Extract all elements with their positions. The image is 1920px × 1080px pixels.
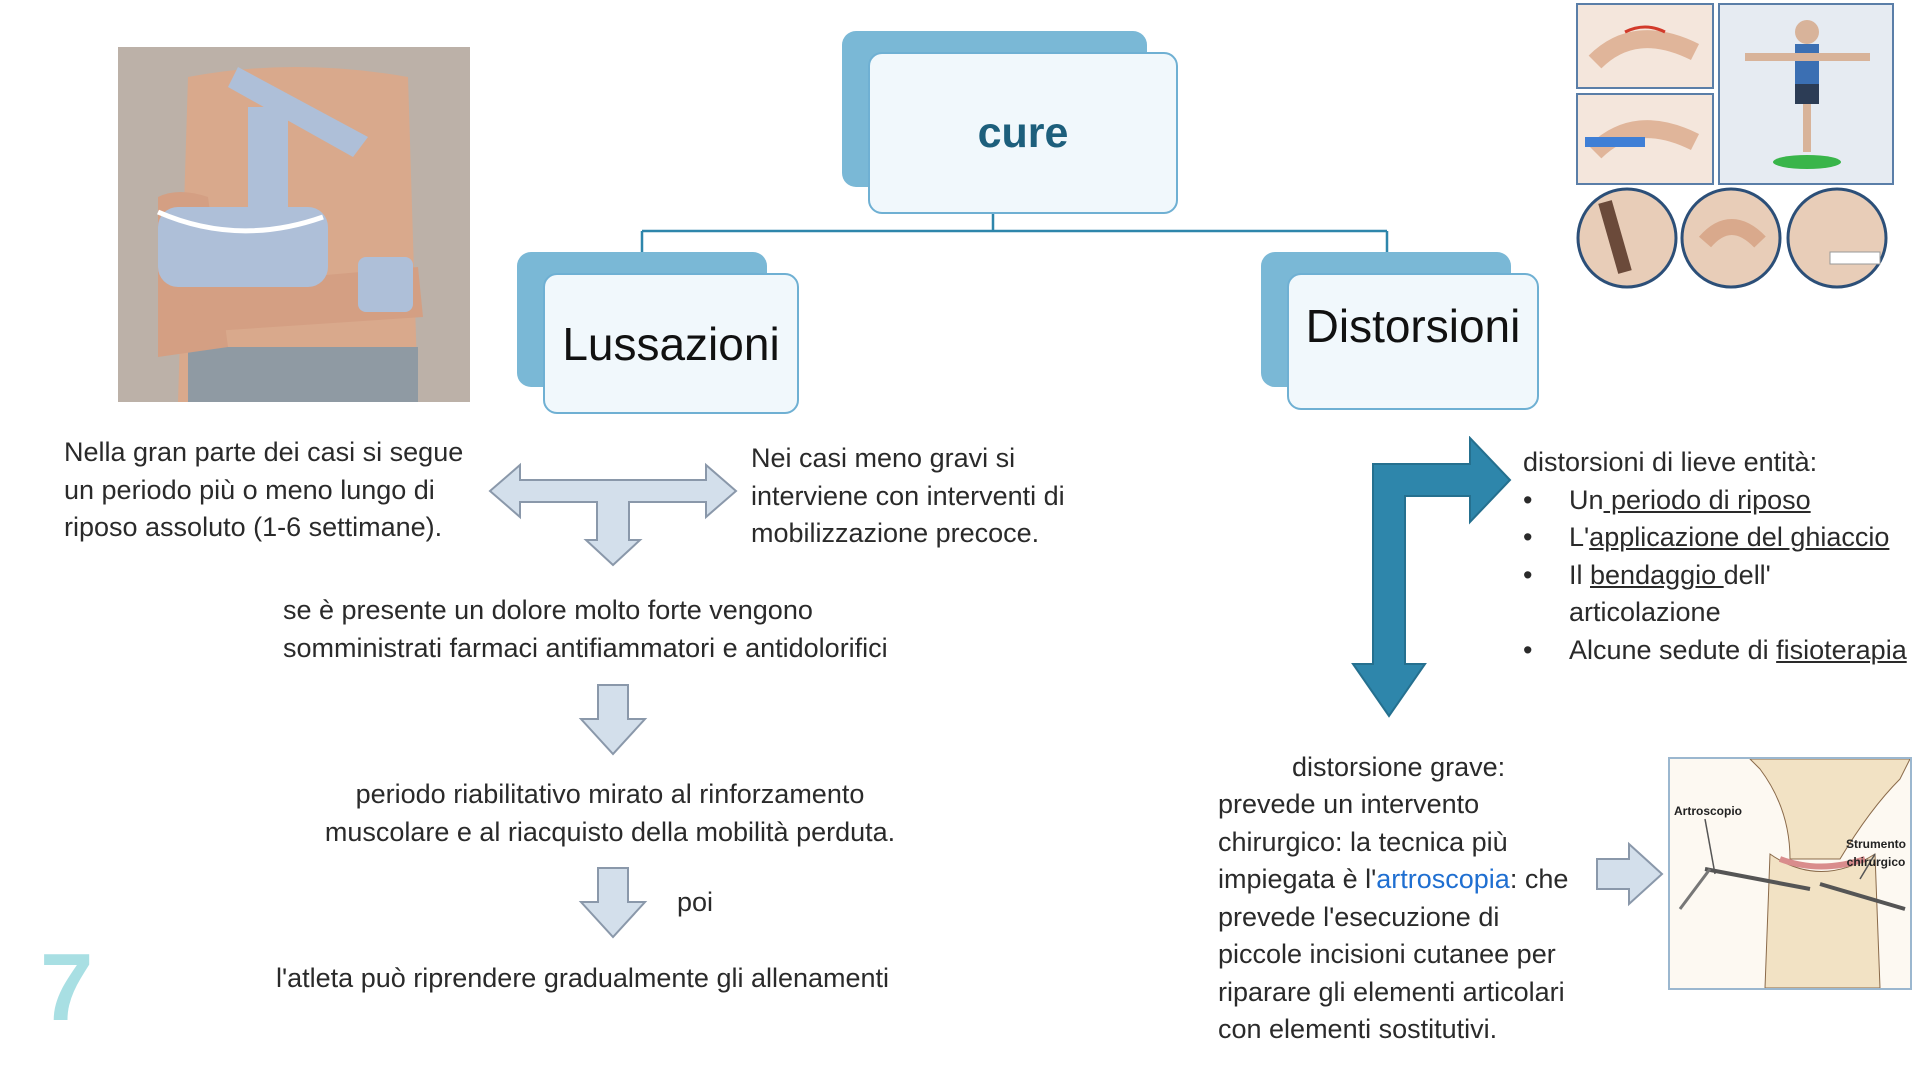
pain-medication-text: se è presente un dolore molto forte veng…: [283, 595, 888, 663]
list-item: L'applicazione del ghiaccio: [1523, 519, 1918, 557]
cure-label: cure: [977, 108, 1069, 157]
shoulder-sling-photo: [118, 47, 470, 402]
artroscopia-link[interactable]: artroscopia: [1376, 864, 1510, 894]
distorsioni-label: Distorsioni: [1305, 300, 1521, 352]
list-item: Alcune sedute di fisioterapia: [1523, 632, 1918, 670]
arthroscopy-diagram: Artroscopio Strumento chirurgico: [1668, 757, 1912, 990]
down-arrow-1: [578, 684, 648, 756]
slide-number: 7: [40, 934, 94, 1041]
right-arrow: [1596, 841, 1664, 907]
lussazioni-label: Lussazioni: [562, 317, 780, 370]
mild-sprain-section: distorsioni di lieve entità: Un periodo …: [1523, 444, 1918, 669]
list-item: Il bendaggio dell' articolazione: [1523, 557, 1819, 632]
severe-sprain-text: prevede un intervento chirurgico: la tec…: [1218, 789, 1569, 1044]
down-arrow-2: [578, 867, 648, 939]
bent-arrow: [1351, 436, 1512, 718]
lussazioni-rest-text: Nella gran parte dei casi si segue un pe…: [64, 437, 464, 542]
cure-box: cure: [868, 52, 1178, 214]
rehab-text: periodo riabilitativo mirato al rinforza…: [324, 779, 896, 847]
poi-label: poi: [677, 887, 714, 917]
split-arrow: [488, 462, 738, 567]
resume-training-text: l'atleta può riprendere gradualmente gli…: [276, 963, 890, 993]
lussazioni-box: Lussazioni: [543, 273, 799, 414]
mild-sprain-list: Un periodo di riposo L'applicazione del …: [1523, 482, 1918, 670]
distorsioni-box: Distorsioni: [1287, 273, 1539, 410]
strumento-label: Strumento chirurgico: [1846, 837, 1906, 869]
sprain-exercise-photos: [1575, 2, 1895, 290]
artroscopio-label: Artroscopio: [1674, 804, 1743, 818]
mild-sprain-title: distorsioni di lieve entità:: [1523, 447, 1818, 477]
severe-sprain-title: distorsione grave:: [1292, 752, 1506, 782]
list-item: Un periodo di riposo: [1523, 482, 1918, 520]
lussazioni-mobilization-text: Nei casi meno gravi si interviene con in…: [751, 443, 1065, 548]
